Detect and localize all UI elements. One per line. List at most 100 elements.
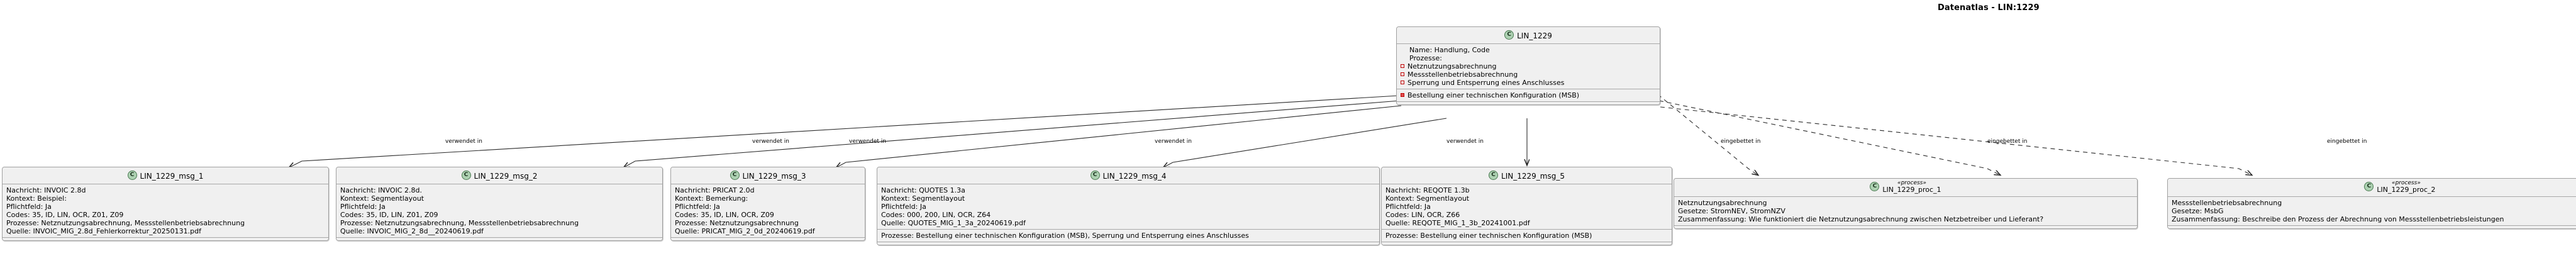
edge-lin_1229-to-lin_1229_msg_2 — [624, 100, 1401, 167]
node-row-text: Messstellenbetriebsabrechnung — [2172, 198, 2282, 207]
node-row: Kontext: Segmentlayout — [340, 194, 658, 203]
node-row-text: Nachricht: INVOIC 2.8d. — [340, 186, 422, 194]
node-title-block: «process»LIN_1229_proc_2 — [2377, 180, 2436, 194]
node-header: C«process»LIN_1229_proc_1 — [1674, 179, 2137, 197]
node-footer — [671, 237, 865, 240]
node-row-text: Quelle: QUOTES_MIG_1_3a_20240619.pdf — [881, 219, 1026, 227]
node-row-text: Kontext: Segmentlayout — [340, 194, 425, 203]
edge-label: verwendet in — [849, 138, 887, 145]
node-row: Prozesse: Bestellung einer technischen K… — [881, 232, 1375, 240]
node-row-text: Gesetze: MsbG — [2172, 206, 2224, 215]
node-row: Name: Handlung, Code — [1401, 46, 1656, 54]
node-row: Nachricht: QUOTES 1.3a — [881, 186, 1375, 194]
node-row-text: Name: Handlung, Code — [1409, 46, 1490, 54]
node-row-text: Quelle: REQOTE_MIG_1_3b_20241001.pdf — [1385, 219, 1530, 227]
node-row: Gesetze: MsbG — [2172, 207, 2576, 215]
node-row-text: Sperrung und Entsperrung eines Anschluss… — [1407, 79, 1565, 87]
node-name: LIN_1229_proc_2 — [2377, 186, 2436, 194]
node-row-text: Prozesse: — [1409, 54, 1442, 62]
node-row-text: Kontext: Beispiel: — [6, 194, 67, 203]
node-row-text: Gesetze: StromNEV, StromNZV — [1678, 206, 1785, 215]
node-row: Sperrung und Entsperrung eines Anschluss… — [1401, 79, 1656, 87]
node-row-text: Codes: 000, 200, LIN, OCR, Z64 — [881, 211, 991, 219]
edge-lin_1229-to-lin_1229_msg_4 — [1163, 118, 1447, 167]
class-icon: C — [461, 171, 471, 180]
edge-lin_1229-to-lin_1229_proc_1 — [1658, 100, 2000, 175]
node-row: Codes: 000, 200, LIN, OCR, Z64 — [881, 211, 1375, 219]
node-row: Gesetze: StromNEV, StromNZV — [1678, 207, 2133, 215]
node-row: Nachricht: INVOIC 2.8d — [6, 186, 325, 194]
node-row-text: Kontext: Bemerkung: — [675, 194, 748, 203]
node-row-text: Prozesse: Netznutzungsabrechnung, Messst… — [6, 219, 245, 227]
class-icon: C — [127, 171, 137, 180]
class-icon: C — [1489, 171, 1499, 180]
edge-lin_1229-to-lin_1229_msg_3 — [836, 105, 1402, 167]
node-row: Codes: 35, ID, LIN, Z01, Z09 — [340, 211, 658, 219]
node-name: LIN_1229_msg_1 — [140, 171, 204, 181]
class-icon: C — [1870, 182, 1880, 191]
node-row: Prozesse: Netznutzungsabrechnung, Messst… — [6, 219, 325, 227]
node-row: Netznutzungsabrechnung — [1678, 199, 2133, 207]
node-row: Netznutzungsabrechnung — [1401, 62, 1656, 70]
node-footer — [2168, 225, 2576, 228]
bullet-open-icon — [1401, 72, 1404, 76]
node-name: LIN_1229_msg_4 — [1102, 171, 1167, 181]
bullet-open-icon — [1401, 64, 1404, 68]
node-row: Nachricht: REQOTE 1.3b — [1385, 186, 1668, 194]
class-icon: C — [2364, 182, 2374, 191]
node-row-text: Codes: LIN, OCR, Z66 — [1385, 211, 1460, 219]
class-icon: C — [1504, 30, 1514, 40]
node-row-text: Kontext: Segmentlayout — [1385, 194, 1470, 203]
node-section: Bestellung einer technischen Konfigurati… — [1397, 89, 1660, 101]
node-row: Codes: 35, ID, LIN, OCR, Z01, Z09 — [6, 211, 325, 219]
node-row-text: Prozesse: Netznutzungsabrechnung, Messst… — [340, 219, 579, 227]
node-row-text: Quelle: INVOIC_MIG_2_8d__20240619.pdf — [340, 227, 484, 235]
node-row-text: Prozesse: Bestellung einer technischen K… — [881, 232, 1249, 240]
class-icon: C — [1090, 171, 1100, 180]
node-section: Prozesse: Bestellung einer technischen K… — [1382, 229, 1672, 242]
node-row: Codes: 35, ID, LIN, OCR, Z09 — [675, 211, 861, 219]
node-row: Zusammenfassung: Wie funktioniert die Ne… — [1678, 215, 2133, 223]
node-row-text: Codes: 35, ID, LIN, OCR, Z01, Z09 — [6, 211, 124, 219]
node-row: Kontext: Segmentlayout — [881, 194, 1375, 203]
node-row-text: Nachricht: QUOTES 1.3a — [881, 186, 965, 194]
node-row: Quelle: PRICAT_MIG_2_0d_20240619.pdf — [675, 227, 861, 235]
node-name: LIN_1229_msg_2 — [474, 171, 538, 181]
edge-label: eingebettet in — [2327, 138, 2367, 145]
node-row-text: Prozesse: Netznutzungsabrechnung — [675, 219, 799, 227]
edge-label: eingebettet in — [1987, 138, 2028, 145]
node-name: LIN_1229 — [1517, 31, 1552, 40]
node-row-text: Quelle: PRICAT_MIG_2_0d_20240619.pdf — [675, 227, 815, 235]
node-footer — [877, 242, 1379, 245]
node-row: Quelle: INVOIC_MIG_2.8d_Fehlerkorrektur_… — [6, 227, 325, 235]
node-row-text: Codes: 35, ID, LIN, Z01, Z09 — [340, 211, 438, 219]
node-row: Codes: LIN, OCR, Z66 — [1385, 211, 1668, 219]
edge-label: eingebettet in — [1721, 138, 1761, 145]
node-row-text: Kontext: Segmentlayout — [881, 194, 965, 203]
node-row: Messstellenbetriebsabrechnung — [1401, 70, 1656, 79]
bullet-filled-icon — [1401, 93, 1404, 97]
edge-label: verwendet in — [1155, 138, 1192, 145]
node-footer — [1674, 225, 2137, 228]
node-footer — [1397, 101, 1660, 104]
node-name: LIN_1229_msg_3 — [742, 171, 806, 181]
node-row-text: Nachricht: PRICAT 2.0d — [675, 186, 755, 194]
node-row-text: Pflichtfeld: Ja — [675, 203, 720, 211]
edge-label: verwendet in — [752, 138, 790, 145]
edge-lin_1229-to-lin_1229_msg_1 — [289, 95, 1399, 167]
node-row: Prozesse: Netznutzungsabrechnung, Messst… — [340, 219, 658, 227]
